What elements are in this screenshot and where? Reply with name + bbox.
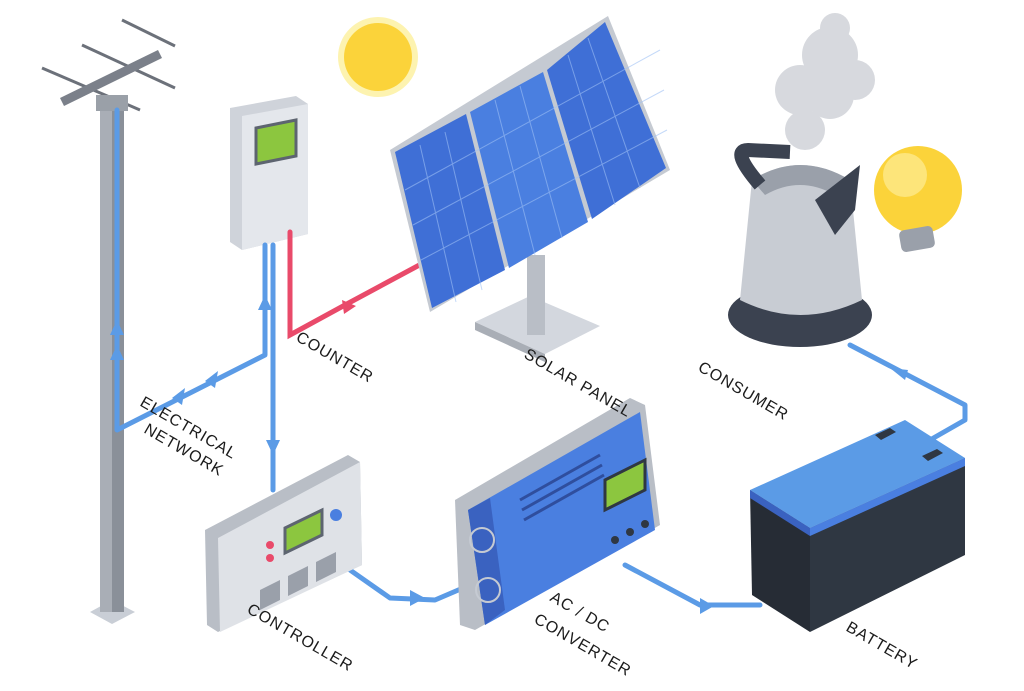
kettle-consumer [728,13,875,347]
solar-panel [390,16,670,362]
solar-wire [287,229,428,340]
wires [110,107,968,614]
arrow-icon [342,300,356,314]
controller-device [205,455,362,632]
light-bulb-icon [874,146,962,252]
counter-meter [230,96,308,250]
utility-pole [41,18,176,624]
battery [750,420,965,632]
ac-dc-converter [455,398,660,630]
fan-icon [475,577,501,603]
sun-icon [338,17,418,97]
fan-icon [469,527,495,553]
